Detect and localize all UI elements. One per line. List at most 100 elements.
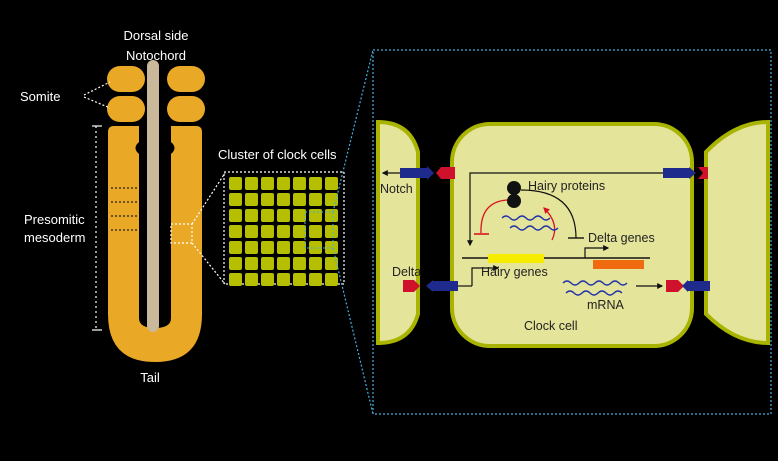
forming-boundaries — [111, 187, 138, 231]
clock-cell-square — [309, 273, 322, 286]
notch-receptor-center-left-tip — [426, 280, 433, 292]
delta-ligand-left — [403, 280, 420, 292]
clock-cell-label: Clock cell — [524, 319, 578, 333]
clock-cell-square — [309, 177, 322, 190]
clock-cell-square — [325, 177, 338, 190]
clock-cell-square — [293, 177, 306, 190]
zoom-lines-panel — [332, 49, 374, 415]
notch-receptor-left-tip — [427, 166, 434, 180]
clock-cell-square — [229, 225, 242, 238]
clock-cell-square — [325, 209, 338, 222]
clock-cell-square — [277, 177, 290, 190]
clock-cell-square — [229, 177, 242, 190]
notochord-label: Notochord — [126, 48, 186, 63]
tail-label: Tail — [140, 370, 160, 385]
delta-gene-box — [593, 260, 644, 269]
clock-cell-square — [309, 257, 322, 270]
clock-cell-square — [261, 273, 274, 286]
cluster-zoom-box — [304, 211, 334, 249]
clock-cell-square — [277, 193, 290, 206]
clock-cell-square — [325, 257, 338, 270]
hairy-genes-label: Hairy genes — [481, 265, 548, 279]
somite-label: Somite — [20, 89, 60, 104]
hairy-mrna — [501, 215, 559, 231]
notch-receptor-center-right-tip — [689, 167, 696, 179]
hairy-repress-delta — [520, 189, 577, 239]
clock-cell-square — [261, 241, 274, 254]
clock-cell-square — [309, 193, 322, 206]
somite-left-1 — [107, 66, 145, 92]
clock-cell-square — [309, 209, 322, 222]
notch-receptor-center-right — [663, 168, 689, 178]
clock-cell-square — [325, 273, 338, 286]
clock-cell-square — [277, 257, 290, 270]
presomitic-label-line1: Presomitic — [24, 212, 85, 227]
neighbor-cell-right — [704, 119, 770, 346]
clock-cell-square — [261, 225, 274, 238]
somite-left-2 — [107, 96, 145, 122]
clock-cell-square — [277, 225, 290, 238]
delta-genes-label: Delta genes — [588, 231, 655, 245]
clock-cell-square — [261, 209, 274, 222]
presomitic-label-line2: mesoderm — [24, 230, 85, 245]
clock-cell-square — [293, 257, 306, 270]
notochord — [147, 60, 159, 332]
clock-cell-square — [293, 241, 306, 254]
clock-cell-square — [245, 241, 258, 254]
clock-cell-square — [261, 193, 274, 206]
clock-cell-square — [309, 225, 322, 238]
embryo — [83, 60, 205, 362]
mrna-label: mRNA — [587, 298, 624, 312]
delta-ligand-right — [698, 167, 708, 179]
delta-label: Delta — [392, 265, 421, 279]
clock-cell-square — [293, 193, 306, 206]
delta-promoter-arrow — [584, 245, 610, 258]
notch-receptor-center-left — [433, 281, 458, 291]
clock-cell-square — [261, 177, 274, 190]
somite-right-1 — [167, 66, 205, 92]
clock-cell-square — [229, 241, 242, 254]
clock-cell-square — [245, 209, 258, 222]
cluster-label: Cluster of clock cells — [218, 147, 337, 162]
clock-cell-square — [261, 257, 274, 270]
neighbor-cell-left — [376, 119, 420, 346]
delta-ligand-center-left — [436, 167, 455, 179]
notch-label: Notch — [380, 182, 413, 196]
clock-cell-square — [245, 193, 258, 206]
presomitic-mesoderm — [108, 126, 202, 362]
clock-cell-square — [325, 225, 338, 238]
hairy-protein-dimer — [507, 181, 521, 208]
hairy-proteins-label: Hairy proteins — [528, 179, 605, 193]
clock-cell-square — [293, 225, 306, 238]
signal-arrows — [381, 170, 664, 289]
hairy-gene-box — [488, 254, 544, 263]
somite-pointers — [83, 81, 111, 109]
notch-receptor-right-tip — [682, 280, 688, 292]
clock-cell-square — [229, 193, 242, 206]
clock-cell-square — [229, 273, 242, 286]
hairy-repress-hairy — [480, 199, 508, 234]
clock-cell-square — [277, 209, 290, 222]
clock-cell-square — [245, 225, 258, 238]
clock-cell-square — [245, 273, 258, 286]
clock-cell — [450, 122, 694, 348]
clock-cell-square — [277, 273, 290, 286]
delta-mrna — [562, 280, 628, 296]
dorsal-side-label: Dorsal side — [123, 28, 188, 43]
notch-receptor-right — [688, 281, 710, 291]
delta-ligand-center-right — [666, 280, 684, 292]
clock-cell-square — [293, 209, 306, 222]
translation-arrow — [543, 207, 556, 241]
clock-cell-square — [293, 273, 306, 286]
clock-cell-square — [277, 241, 290, 254]
clock-cell-square — [229, 257, 242, 270]
clock-cell-square — [245, 177, 258, 190]
cluster-grid — [229, 177, 338, 286]
somite-right-2 — [167, 96, 205, 122]
clock-cell-square — [245, 257, 258, 270]
notch-receptor-left — [400, 168, 427, 178]
presomitic-bracket — [92, 125, 102, 331]
zoom-lines-cluster — [191, 172, 226, 285]
clock-cell-square — [229, 209, 242, 222]
